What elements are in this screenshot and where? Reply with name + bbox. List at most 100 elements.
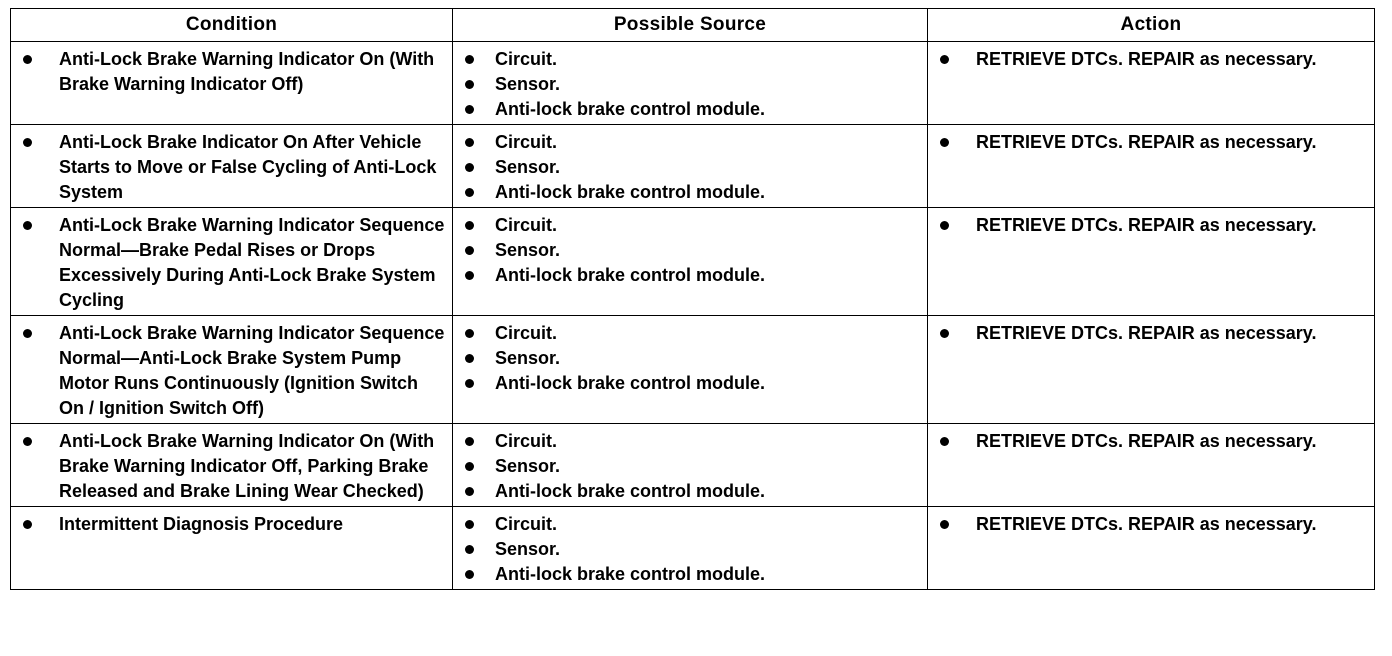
- condition-text: Anti-Lock Brake Warning Indicator Sequen…: [59, 323, 445, 418]
- bullet-icon: [465, 354, 474, 363]
- table-row: Anti-Lock Brake Warning Indicator Sequen…: [10, 207, 1375, 316]
- bullet-icon: [465, 221, 474, 230]
- bullet-icon: [940, 437, 949, 446]
- table-row: Anti-Lock Brake Indicator On After Vehic…: [10, 124, 1375, 208]
- bullet-icon: [23, 221, 32, 230]
- source-item: Circuit.: [459, 429, 921, 454]
- bullet-icon: [465, 545, 474, 554]
- source-text: Circuit.: [495, 431, 558, 451]
- possible-source-cell: Circuit. Sensor. Anti-lock brake control m…: [452, 423, 928, 507]
- bullet-icon: [465, 163, 474, 172]
- action-cell: RETRIEVE DTCs. REPAIR as necessary.: [927, 41, 1375, 125]
- source-item: Anti-lock brake control module.: [459, 180, 921, 205]
- bullet-icon: [940, 221, 949, 230]
- source-text: Sensor.: [495, 456, 561, 476]
- source-item: Sensor.: [459, 238, 921, 263]
- source-text: Anti-lock brake control module.: [495, 99, 766, 119]
- bullet-icon: [465, 80, 474, 89]
- bullet-icon: [940, 520, 949, 529]
- source-item: Sensor.: [459, 346, 921, 371]
- action-item: RETRIEVE DTCs. REPAIR as necessary.: [934, 47, 1368, 72]
- condition-item: Anti-Lock Brake Warning Indicator Sequen…: [17, 213, 446, 313]
- possible-source-cell: Circuit. Sensor. Anti-lock brake control m…: [452, 41, 928, 125]
- source-text: Anti-lock brake control module.: [495, 265, 766, 285]
- bullet-icon: [23, 138, 32, 147]
- bullet-icon: [465, 188, 474, 197]
- action-cell: RETRIEVE DTCs. REPAIR as necessary.: [927, 423, 1375, 507]
- source-text: Sensor.: [495, 348, 561, 368]
- header-action: Action: [927, 8, 1375, 42]
- action-text: RETRIEVE DTCs. REPAIR as necessary.: [976, 215, 1317, 235]
- action-item: RETRIEVE DTCs. REPAIR as necessary.: [934, 429, 1368, 454]
- bullet-icon: [465, 437, 474, 446]
- source-item: Sensor.: [459, 155, 921, 180]
- source-text: Sensor.: [495, 539, 561, 559]
- bullet-icon: [465, 487, 474, 496]
- source-text: Circuit.: [495, 132, 558, 152]
- condition-cell: Anti-Lock Brake Indicator On After Vehic…: [10, 124, 453, 208]
- source-item: Anti-lock brake control module.: [459, 562, 921, 587]
- source-text: Sensor.: [495, 240, 561, 260]
- source-item: Circuit.: [459, 213, 921, 238]
- condition-item: Anti-Lock Brake Warning Indicator Sequen…: [17, 321, 446, 421]
- source-text: Circuit.: [495, 49, 558, 69]
- condition-cell: Anti-Lock Brake Warning Indicator Sequen…: [10, 315, 453, 424]
- condition-text: Anti-Lock Brake Warning Indicator Sequen…: [59, 215, 445, 310]
- source-item: Sensor.: [459, 72, 921, 97]
- condition-cell: Anti-Lock Brake Warning Indicator On (Wi…: [10, 41, 453, 125]
- action-cell: RETRIEVE DTCs. REPAIR as necessary.: [927, 506, 1375, 590]
- bullet-icon: [465, 246, 474, 255]
- action-item: RETRIEVE DTCs. REPAIR as necessary.: [934, 130, 1368, 155]
- bullet-icon: [465, 570, 474, 579]
- condition-cell: Anti-Lock Brake Warning Indicator Sequen…: [10, 207, 453, 316]
- condition-text: Intermittent Diagnosis Procedure: [59, 514, 344, 534]
- bullet-icon: [23, 520, 32, 529]
- bullet-icon: [465, 271, 474, 280]
- action-item: RETRIEVE DTCs. REPAIR as necessary.: [934, 512, 1368, 537]
- condition-item: Intermittent Diagnosis Procedure: [17, 512, 446, 537]
- bullet-icon: [465, 379, 474, 388]
- action-text: RETRIEVE DTCs. REPAIR as necessary.: [976, 132, 1317, 152]
- action-item: RETRIEVE DTCs. REPAIR as necessary.: [934, 321, 1368, 346]
- action-text: RETRIEVE DTCs. REPAIR as necessary.: [976, 431, 1317, 451]
- action-cell: RETRIEVE DTCs. REPAIR as necessary.: [927, 124, 1375, 208]
- source-item: Anti-lock brake control module.: [459, 371, 921, 396]
- bullet-icon: [465, 462, 474, 471]
- table-row: Intermittent Diagnosis Procedure Circuit…: [10, 506, 1375, 590]
- action-text: RETRIEVE DTCs. REPAIR as necessary.: [976, 514, 1317, 534]
- bullet-icon: [23, 329, 32, 338]
- table-header-row: Condition Possible Source Action: [10, 8, 1375, 42]
- action-cell: RETRIEVE DTCs. REPAIR as necessary.: [927, 207, 1375, 316]
- header-possible-source: Possible Source: [452, 8, 928, 42]
- source-text: Anti-lock brake control module.: [495, 481, 766, 501]
- action-text: RETRIEVE DTCs. REPAIR as necessary.: [976, 49, 1317, 69]
- source-text: Sensor.: [495, 157, 561, 177]
- bullet-icon: [940, 138, 949, 147]
- source-item: Anti-lock brake control module.: [459, 263, 921, 288]
- source-item: Sensor.: [459, 454, 921, 479]
- bullet-icon: [940, 55, 949, 64]
- bullet-icon: [465, 138, 474, 147]
- possible-source-cell: Circuit. Sensor. Anti-lock brake control m…: [452, 207, 928, 316]
- source-text: Anti-lock brake control module.: [495, 373, 766, 393]
- bullet-icon: [465, 55, 474, 64]
- bullet-icon: [465, 329, 474, 338]
- source-item: Anti-lock brake control module.: [459, 97, 921, 122]
- source-text: Circuit.: [495, 215, 558, 235]
- condition-cell: Intermittent Diagnosis Procedure: [10, 506, 453, 590]
- possible-source-cell: Circuit.Sensor.Anti-lock brake control m…: [452, 315, 928, 424]
- action-item: RETRIEVE DTCs. REPAIR as necessary.: [934, 213, 1368, 238]
- bullet-icon: [23, 55, 32, 64]
- source-text: Circuit.: [495, 514, 558, 534]
- action-cell: RETRIEVE DTCs. REPAIR as necessary.: [927, 315, 1375, 424]
- source-item: Circuit.: [459, 130, 921, 155]
- condition-text: Anti-Lock Brake Warning Indicator On (Wi…: [59, 431, 435, 501]
- source-item: Anti-lock brake control module.: [459, 479, 921, 504]
- condition-text: Anti-Lock Brake Warning Indicator On (Wi…: [59, 49, 435, 94]
- diagnosis-table-container: Condition Possible Source Action Anti-Lo…: [10, 8, 1375, 590]
- action-text: RETRIEVE DTCs. REPAIR as necessary.: [976, 323, 1317, 343]
- table-row: Anti-Lock Brake Warning Indicator On (Wi…: [10, 423, 1375, 507]
- bullet-icon: [465, 105, 474, 114]
- source-text: Sensor.: [495, 74, 561, 94]
- possible-source-cell: Circuit. Sensor. Anti-lock brake control m…: [452, 124, 928, 208]
